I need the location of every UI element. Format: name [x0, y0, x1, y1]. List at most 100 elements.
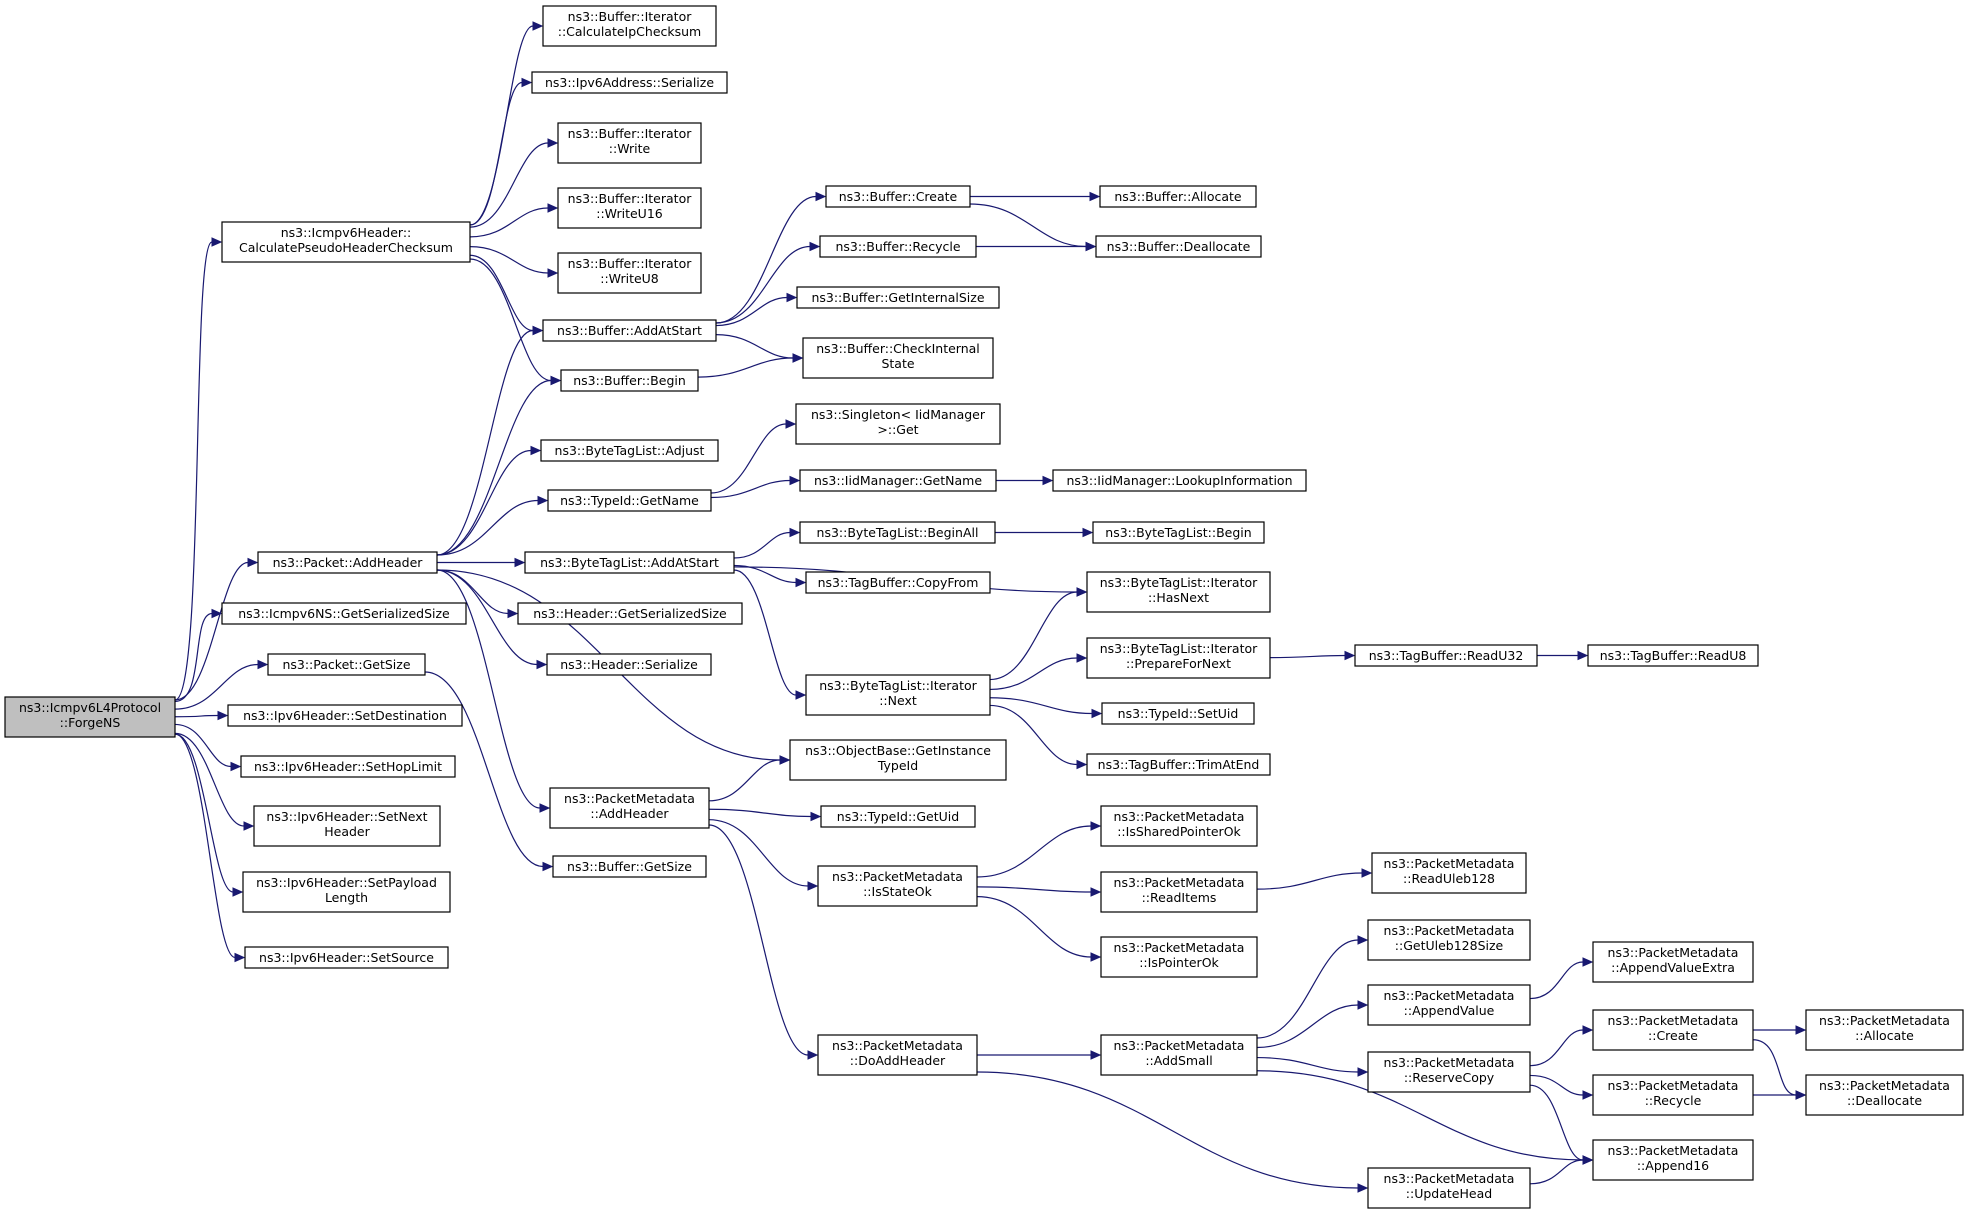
- node-pmreaditems[interactable]: ns3::PacketMetadata::ReadItems: [1100, 871, 1258, 913]
- arrowhead: [1090, 1050, 1102, 1060]
- edge-btlitnext-to-typeidsetuid: [989, 697, 1103, 719]
- node-box: [244, 946, 449, 969]
- node-pmappendvalueextra[interactable]: ns3::PacketMetadata::AppendValueExtra: [1592, 941, 1754, 983]
- node-setdest[interactable]: ns3::Ipv6Header::SetDestination: [227, 704, 463, 727]
- node-pmisstateok[interactable]: ns3::PacketMetadata::IsStateOk: [817, 865, 978, 907]
- node-tagreadu8[interactable]: ns3::TagBuffer::ReadU8: [1587, 644, 1759, 667]
- node-tagcopyfrom[interactable]: ns3::TagBuffer::CopyFrom: [805, 571, 991, 594]
- edge-line: [174, 733, 236, 959]
- arrowhead: [1582, 1155, 1594, 1165]
- node-pmaddheader[interactable]: ns3::PacketMetadata::AddHeader: [549, 787, 710, 829]
- node-addheader[interactable]: ns3::Packet::AddHeader: [257, 551, 438, 574]
- node-bufdeallocate[interactable]: ns3::Buffer::Deallocate: [1095, 235, 1262, 258]
- edge-btlitnext-to-tagtrimatend: [989, 704, 1088, 770]
- node-typeidgetname[interactable]: ns3::TypeId::GetName: [547, 489, 712, 512]
- node-typeidsetuid[interactable]: ns3::TypeId::SetUid: [1101, 702, 1255, 725]
- node-forgens[interactable]: ns3::Icmpv6L4Protocol::ForgeNS: [4, 696, 176, 738]
- node-bufallocate[interactable]: ns3::Buffer::Allocate: [1099, 185, 1257, 208]
- node-label: ::Next: [879, 693, 917, 708]
- node-label: ns3::Buffer::Deallocate: [1107, 239, 1251, 254]
- node-pmreaduleb[interactable]: ns3::PacketMetadata::ReadUleb128: [1371, 852, 1527, 894]
- node-box: [221, 221, 471, 263]
- edge-forgens-to-sethoplimit: [174, 723, 242, 772]
- node-box: [1100, 1034, 1258, 1076]
- node-box: [1371, 852, 1527, 894]
- node-pmgetulebsize[interactable]: ns3::PacketMetadata::GetUleb128Size: [1367, 919, 1531, 961]
- node-pmappend16[interactable]: ns3::PacketMetadata::Append16: [1592, 1139, 1754, 1181]
- node-pmreservecopy[interactable]: ns3::PacketMetadata::ReserveCopy: [1367, 1051, 1531, 1093]
- node-label: ::Append16: [1637, 1158, 1709, 1173]
- arrowhead: [532, 21, 544, 31]
- node-box: [267, 653, 426, 676]
- node-pmdeallocate[interactable]: ns3::PacketMetadata::Deallocate: [1805, 1074, 1964, 1116]
- node-bufbegin[interactable]: ns3::Buffer::Begin: [560, 369, 699, 392]
- node-iidlookup[interactable]: ns3::IidManager::LookupInformation: [1052, 469, 1307, 492]
- node-itwriteu8[interactable]: ns3::Buffer::Iterator::WriteU8: [557, 252, 702, 294]
- node-label: ns3::Buffer::Iterator: [568, 256, 693, 271]
- node-bufgetsize[interactable]: ns3::Buffer::GetSize: [552, 855, 707, 878]
- node-pmaddsmall[interactable]: ns3::PacketMetadata::AddSmall: [1100, 1034, 1258, 1076]
- edge-line: [174, 241, 213, 701]
- node-pmappendvalue[interactable]: ns3::PacketMetadata::AppendValue: [1367, 984, 1531, 1026]
- node-label: CalculatePseudoHeaderChecksum: [239, 240, 453, 255]
- node-box: [540, 439, 719, 462]
- node-bufaddatstart[interactable]: ns3::Buffer::AddAtStart: [542, 319, 717, 342]
- arrowhead: [815, 191, 827, 202]
- node-hdrgetsersize[interactable]: ns3::Header::GetSerializedSize: [517, 602, 743, 625]
- node-pmcreate[interactable]: ns3::PacketMetadata::Create: [1592, 1009, 1754, 1051]
- node-box: [542, 319, 717, 342]
- edge-line: [989, 697, 1093, 715]
- arrowhead: [785, 419, 797, 429]
- node-label: ns3::ByteTagList::Iterator: [1100, 641, 1258, 656]
- node-pmallocate[interactable]: ns3::PacketMetadata::Allocate: [1805, 1009, 1964, 1051]
- node-pktgetsize[interactable]: ns3::Packet::GetSize: [267, 653, 426, 676]
- node-label: ns3::IidManager::LookupInformation: [1066, 473, 1292, 488]
- edge-btlitnext-to-btlithasnext: [989, 587, 1088, 681]
- node-box: [1086, 753, 1271, 776]
- node-btlbegin[interactable]: ns3::ByteTagList::Begin: [1092, 521, 1265, 544]
- node-calcpseudo[interactable]: ns3::Icmpv6Header::CalculatePseudoHeader…: [221, 221, 471, 263]
- node-tagreadu32[interactable]: ns3::TagBuffer::ReadU32: [1354, 644, 1538, 667]
- node-pmrecycle[interactable]: ns3::PacketMetadata::Recycle: [1592, 1074, 1754, 1116]
- node-calcip[interactable]: ns3::Buffer::Iterator::CalculateIpChecks…: [542, 5, 717, 47]
- node-label: ns3::ByteTagList::AddAtStart: [540, 555, 719, 570]
- node-label: ns3::Buffer::Iterator: [568, 191, 693, 206]
- node-singletonget[interactable]: ns3::Singleton< IidManager>::Get: [795, 403, 1001, 445]
- node-tagtrimatend[interactable]: ns3::TagBuffer::TrimAtEnd: [1086, 753, 1271, 776]
- node-bufrecycle[interactable]: ns3::Buffer::Recycle: [819, 235, 977, 258]
- node-label: ns3::Ipv6Address::Serialize: [545, 75, 714, 90]
- edge-line: [733, 564, 797, 584]
- node-bufgetinternal[interactable]: ns3::Buffer::GetInternalSize: [796, 286, 1000, 309]
- node-pmissharedptr[interactable]: ns3::PacketMetadata::IsSharedPointerOk: [1100, 805, 1258, 847]
- node-btlithasnext[interactable]: ns3::ByteTagList::Iterator::HasNext: [1086, 571, 1271, 613]
- node-hdrserialize[interactable]: ns3::Header::Serialize: [546, 653, 712, 676]
- node-label: ns3::PacketMetadata: [1608, 945, 1739, 960]
- node-pmdoaddheader[interactable]: ns3::PacketMetadata::DoAddHeader: [817, 1034, 978, 1076]
- node-iidgetname[interactable]: ns3::IidManager::GetName: [799, 469, 997, 492]
- node-sethoplimit[interactable]: ns3::Ipv6Header::SetHopLimit: [240, 755, 456, 778]
- node-btladdatstart[interactable]: ns3::ByteTagList::AddAtStart: [524, 551, 735, 574]
- node-setsource[interactable]: ns3::Ipv6Header::SetSource: [244, 946, 449, 969]
- node-itwriteu16[interactable]: ns3::Buffer::Iterator::WriteU16: [557, 187, 702, 229]
- node-pmupdatehead[interactable]: ns3::PacketMetadata::UpdateHead: [1367, 1167, 1531, 1209]
- arrowhead: [1089, 191, 1101, 202]
- node-typeidgetuid[interactable]: ns3::TypeId::GetUid: [820, 805, 976, 828]
- node-btlitprepare[interactable]: ns3::ByteTagList::Iterator::PrepareForNe…: [1086, 637, 1271, 679]
- node-label: ns3::ObjectBase::GetInstance: [805, 743, 991, 758]
- node-bufcreate[interactable]: ns3::Buffer::Create: [825, 185, 971, 208]
- node-itwrite[interactable]: ns3::Buffer::Iterator::Write: [557, 122, 702, 164]
- node-btlbeginall[interactable]: ns3::ByteTagList::BeginAll: [799, 521, 996, 544]
- edge-btlitprepare-to-tagreadu32: [1269, 650, 1356, 661]
- edges-layer: [174, 21, 1807, 1193]
- node-pmispointerok[interactable]: ns3::PacketMetadata::IsPointerOk: [1100, 936, 1258, 978]
- node-label: ns3::TypeId::SetUid: [1118, 706, 1239, 721]
- node-ipv6ser[interactable]: ns3::Ipv6Address::Serialize: [531, 71, 728, 94]
- node-btladjust[interactable]: ns3::ByteTagList::Adjust: [540, 439, 719, 462]
- node-btlitnext[interactable]: ns3::ByteTagList::Iterator::Next: [805, 674, 991, 716]
- node-nsgetsersize[interactable]: ns3::Icmpv6NS::GetSerializedSize: [221, 602, 467, 625]
- edge-line: [708, 824, 809, 1056]
